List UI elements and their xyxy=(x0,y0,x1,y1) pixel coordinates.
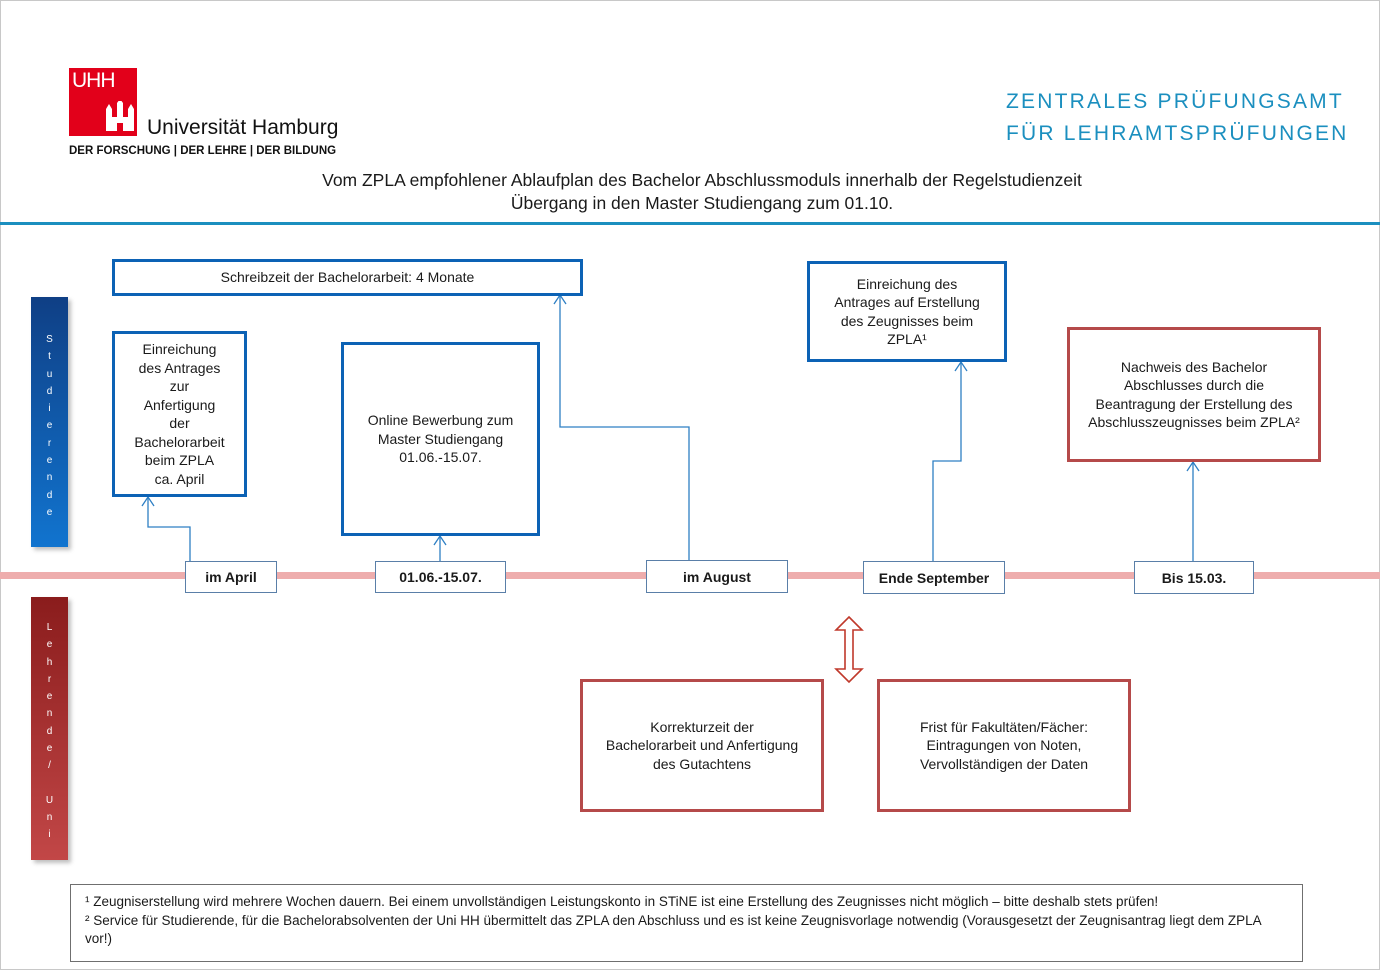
timeline-label-april: im April xyxy=(185,561,277,593)
office-title: ZENTRALES PRÜFUNGSAMT FÜR LEHRAMTSPRÜFUN… xyxy=(1006,86,1349,150)
double-arrow-icon xyxy=(834,615,864,684)
diagram-title: Vom ZPLA empfohlener Ablaufplan des Bach… xyxy=(322,170,1082,190)
logo-mark: UHH xyxy=(72,69,115,92)
university-name: Universität Hamburg xyxy=(147,116,339,139)
box-antrag-bachelorarbeit: Einreichung des Antrages zur Anfertigung… xyxy=(112,331,247,497)
office-title-line1: ZENTRALES PRÜFUNGSAMT xyxy=(1006,90,1344,113)
box-frist-fakultaeten: Frist für Fakultäten/Fächer: Eintragunge… xyxy=(877,679,1131,812)
logo-tagline: DER FORSCHUNG | DER LEHRE | DER BILDUNG xyxy=(69,145,337,157)
box-antrag-zeugnis: Einreichung des Antrages auf Erstellung … xyxy=(807,261,1007,362)
box-schreibzeit: Schreibzeit der Bachelorarbeit: 4 Monate xyxy=(112,259,583,296)
footnotes: ¹ Zeugniserstellung wird mehrere Wochen … xyxy=(70,884,1303,962)
footnote-1: ¹ Zeugniserstellung wird mehrere Wochen … xyxy=(85,894,1159,909)
timeline-label-september: Ende September xyxy=(863,561,1005,594)
connector-september xyxy=(932,362,962,561)
lane-label-students: S t u d i e r e n d e xyxy=(31,297,68,547)
lane-label-faculty: L e h r e n d e / U n i xyxy=(31,597,68,860)
connector-august xyxy=(559,295,690,561)
office-title-line2: FÜR LEHRAMTSPRÜFUNGEN xyxy=(1006,122,1349,145)
header-divider xyxy=(0,222,1380,225)
timeline-label-august: im August xyxy=(646,560,788,593)
box-korrekturzeit: Korrekturzeit der Bachelorarbeit und Anf… xyxy=(580,679,824,812)
footnote-2: ² Service für Studierende, für die Bache… xyxy=(85,912,1261,947)
diagram-subtitle: Übergang in den Master Studiengang zum 0… xyxy=(510,193,894,213)
castle-icon xyxy=(106,101,134,131)
connector-april xyxy=(147,497,191,561)
timeline-label-bewerbung: 01.06.-15.07. xyxy=(375,561,506,593)
timeline-label-maerz: Bis 15.03. xyxy=(1134,561,1254,594)
box-online-bewerbung: Online Bewerbung zum Master Studiengang … xyxy=(341,342,540,536)
uhh-logo: UHH xyxy=(69,68,137,136)
box-nachweis-abschluss: Nachweis des Bachelor Abschlusses durch … xyxy=(1067,327,1321,462)
